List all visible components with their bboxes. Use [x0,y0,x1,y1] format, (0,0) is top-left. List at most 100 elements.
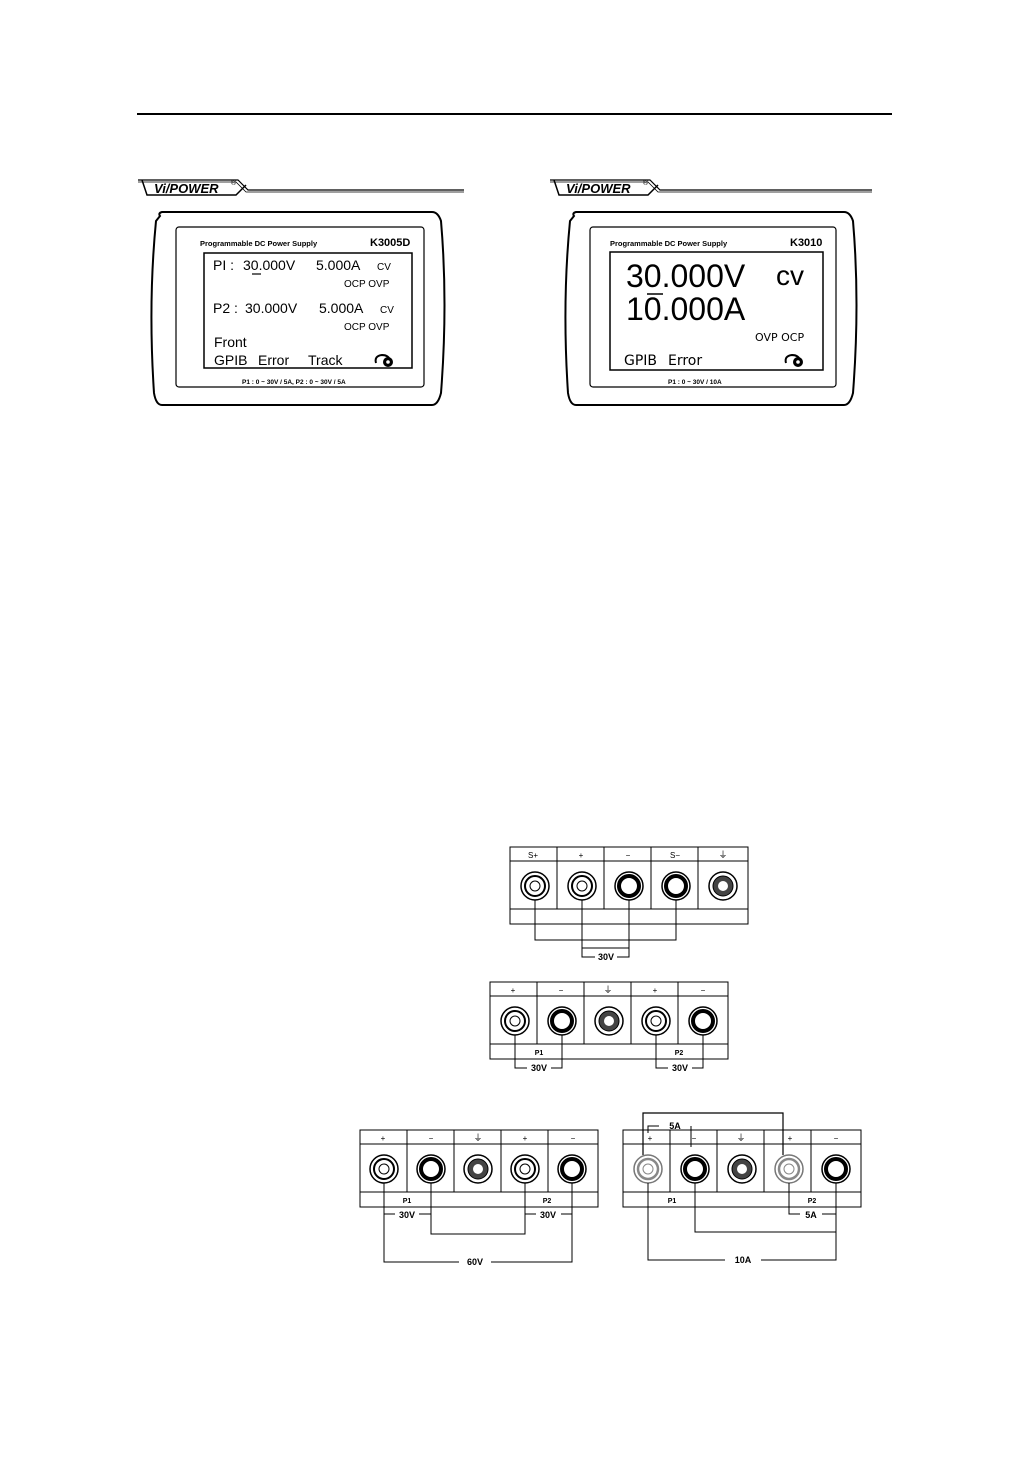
panel-k3010: Vi/POWER ® Programmable DC Power Supply … [550,179,872,406]
svg-text:+: + [788,1134,793,1143]
front-label: Front [214,334,247,350]
top-rule [137,113,892,115]
svg-text:P1: P1 [535,1050,544,1057]
brand-logo: Vi/POWER [154,181,219,196]
svg-text:P2 :: P2 : [213,300,238,316]
svg-text:P2: P2 [808,1198,817,1205]
outer-bezel [150,211,446,406]
svg-text:S−: S− [670,851,680,860]
mode-indicator: cv [776,260,804,291]
model-label: K3010 [790,237,822,249]
terminal-post [614,871,644,901]
terminal-post [688,1006,718,1036]
svg-text:−: − [701,986,706,995]
terminal-post [547,1006,577,1036]
lcd-screen [609,251,824,371]
lcd-screen [203,252,413,369]
outer-bezel [564,211,858,406]
svg-text:−: − [571,1134,576,1143]
svg-text:⏚: ⏚ [473,1133,482,1143]
svg-text:GPIB: GPIB [214,352,247,368]
svg-text:30V: 30V [598,952,614,962]
model-label: K3005D [370,237,410,249]
brand-logo: Vi/POWER [566,181,631,196]
svg-text:5A: 5A [669,1121,681,1131]
terminal-post [633,1154,663,1184]
lock-icon [784,353,803,367]
svg-text:30V: 30V [540,1210,556,1220]
svg-text:+: + [579,851,584,860]
svg-text:P2: P2 [675,1050,684,1057]
svg-text:−: − [626,851,631,860]
svg-text:®: ® [643,179,649,187]
svg-text:60V: 60V [467,1257,483,1267]
terminal-diagram-series: + − ⏚ + − P1 P2 30V 30V 60V [359,1129,599,1267]
terminal-post [680,1154,710,1184]
terminal-post [416,1154,446,1184]
terminal-post [567,871,597,901]
terminal-post [369,1154,399,1184]
svg-text:S+: S+ [528,851,538,860]
lock-icon [374,353,393,367]
terminal-post [500,1006,530,1036]
svg-text:⏚: ⏚ [718,850,727,860]
terminal-post [821,1154,851,1184]
svg-text:CV: CV [377,262,391,273]
svg-text:Track: Track [308,352,343,368]
terminal-post [520,871,550,901]
inner-frame [175,226,425,388]
svg-text:−: − [834,1134,839,1143]
p2-current: 5.000A [319,300,364,316]
svg-text:Error: Error [668,353,702,369]
svg-text:+: + [381,1134,386,1143]
terminal-diagram-remote-sense: S+ + − S− ⏚ 30V [509,846,749,962]
p2-voltage: 30.000V [245,300,298,316]
svg-text:OCP OVP: OCP OVP [344,322,390,333]
svg-text:−: − [692,1134,697,1143]
svg-text:−: − [429,1134,434,1143]
terminal-post [727,1154,757,1184]
footer-range: P1 : 0 ~ 30V / 10A [668,379,722,386]
terminal-post [557,1154,587,1184]
svg-text:−: − [559,986,564,995]
terminal-post [708,871,738,901]
svg-text:+: + [648,1134,653,1143]
svg-text:+: + [511,986,516,995]
terminal-post [641,1006,671,1036]
svg-text:⏚: ⏚ [603,985,612,995]
svg-text:P1: P1 [403,1198,412,1205]
terminal-post [774,1154,804,1184]
svg-text:⏚: ⏚ [736,1133,745,1143]
voltage-display: 30.000V [626,258,746,294]
svg-text:5A: 5A [805,1210,817,1220]
svg-text:OCP OVP: OCP OVP [344,279,390,290]
svg-text:30V: 30V [672,1063,688,1073]
brand-tab-line [138,179,464,191]
svg-text:+: + [653,986,658,995]
svg-text:10A: 10A [735,1255,752,1265]
svg-text:30V: 30V [399,1210,415,1220]
svg-text:PI :: PI : [213,257,234,273]
terminal-diagram-independent: + − ⏚ + − P1 P2 30V 30V [489,981,729,1073]
svg-text:30V: 30V [531,1063,547,1073]
header-left: Programmable DC Power Supply [200,239,318,248]
svg-text:+: + [523,1134,528,1143]
svg-text:P2: P2 [543,1198,552,1205]
terminal-diagram-parallel: + − ⏚ + − P1 P2 5A 5A 10A [622,1112,862,1265]
current-display: 10.000A [626,291,746,327]
terminal-post [661,871,691,901]
svg-text:®: ® [231,179,237,187]
panel-k3005d: Vi/POWER ® Programmable DC Power Supply … [138,179,464,406]
svg-text:Error: Error [258,352,289,368]
footer-range: P1 : 0 ~ 30V / 5A, P2 : 0 ~ 30V / 5A [242,379,346,386]
header-left: Programmable DC Power Supply [610,239,728,248]
svg-text:GPIB: GPIB [624,353,657,369]
p1-current: 5.000A [316,257,361,273]
p1-voltage: 30.000V [243,257,296,273]
terminal-post [463,1154,493,1184]
terminal-post [510,1154,540,1184]
svg-text:CV: CV [380,305,394,316]
svg-text:OVP OCP: OVP OCP [755,331,804,344]
terminal-post [594,1006,624,1036]
svg-text:P1: P1 [668,1198,677,1205]
